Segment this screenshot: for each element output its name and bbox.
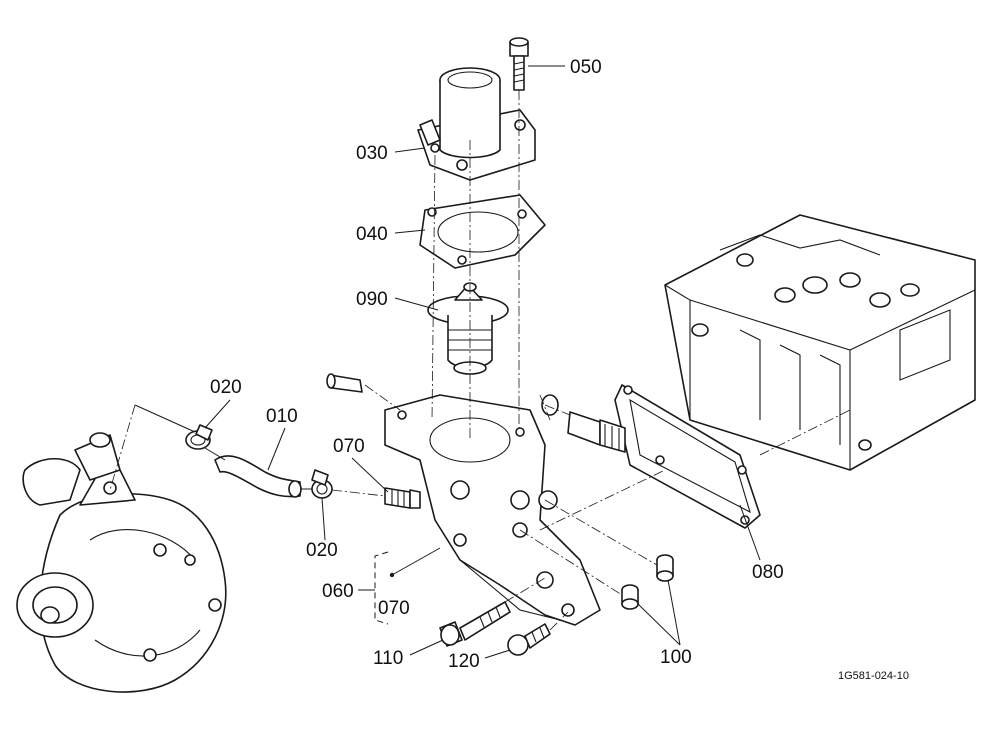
label-010[interactable]: 010	[266, 406, 298, 427]
thermostat-090	[427, 282, 509, 375]
clamp-020-upper	[185, 424, 213, 450]
label-120[interactable]: 120	[448, 651, 480, 672]
cylinder-head-illustration	[664, 214, 976, 471]
gasket-040	[419, 194, 546, 269]
gasket-080	[614, 384, 761, 529]
leader-lines	[204, 65, 761, 659]
label-080[interactable]: 080	[752, 562, 784, 583]
alignment-lines	[109, 90, 851, 631]
clamp-020-lower	[311, 469, 333, 499]
thermostat-cover-030	[417, 67, 536, 181]
fitting-070	[384, 487, 421, 509]
label-040[interactable]: 040	[356, 224, 388, 245]
label-060[interactable]: 060	[322, 581, 354, 602]
label-030[interactable]: 030	[356, 143, 388, 164]
label-050[interactable]: 050	[570, 57, 602, 78]
label-020-lower[interactable]: 020	[306, 540, 338, 561]
plug-100-upper	[656, 554, 674, 582]
sensor-fitting	[541, 394, 626, 453]
label-070-lower[interactable]: 070	[378, 598, 410, 619]
plug-100-lower	[621, 584, 639, 610]
fitting-upper	[326, 373, 363, 393]
bolt-110	[439, 601, 511, 647]
label-070-upper[interactable]: 070	[333, 436, 365, 457]
thermostat-housing	[384, 394, 601, 626]
label-100[interactable]: 100	[660, 647, 692, 668]
label-090[interactable]: 090	[356, 289, 388, 310]
drawing-code: 1G581-024-10	[838, 670, 909, 682]
water-pump-illustration	[16, 432, 227, 693]
label-020-upper[interactable]: 020	[210, 377, 242, 398]
part-labels: 050 030 040 090 020 010 070 020 080 060 …	[210, 57, 784, 672]
hose-010	[214, 455, 302, 498]
bolt-050	[509, 37, 529, 91]
bolt-120	[507, 623, 551, 656]
label-110[interactable]: 110	[373, 648, 403, 669]
